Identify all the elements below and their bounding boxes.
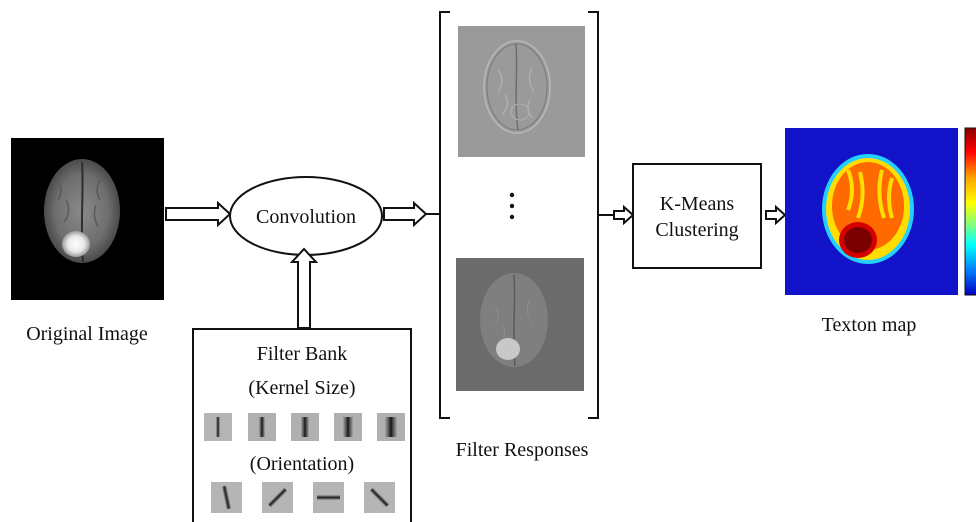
kmeans-label-line2: Clustering	[655, 219, 738, 241]
texton-colorbar	[964, 127, 976, 296]
kernel-size-4	[334, 413, 362, 441]
arrow-original-to-convolution	[165, 200, 232, 228]
orientation-row	[211, 482, 395, 513]
orientation-label: (Orientation)	[250, 453, 354, 475]
ellipsis-dots	[509, 192, 515, 220]
kernel-size-row	[204, 413, 405, 441]
arrow-filterbank-to-convolution	[289, 247, 319, 329]
texton-map-image	[785, 128, 958, 295]
filter-responses-bracket-left	[439, 11, 450, 419]
orientation-kernel-4	[364, 482, 395, 513]
filter-bank-title: Filter Bank	[257, 343, 348, 365]
arrow-kmeans-to-texton	[765, 204, 787, 226]
lesion-shape	[62, 231, 90, 257]
orientation-kernel-3	[313, 482, 344, 513]
convolution-label: Convolution	[256, 206, 356, 228]
kernel-size-2	[248, 413, 276, 441]
arrow-responses-to-kmeans	[613, 204, 635, 226]
original-image-caption: Original Image	[26, 323, 148, 345]
texton-map-caption: Texton map	[822, 314, 917, 336]
kernel-size-1	[204, 413, 232, 441]
kmeans-label-line1: K-Means	[660, 193, 735, 215]
kernel-size-3	[291, 413, 319, 441]
filter-response-top	[458, 26, 585, 157]
filter-responses-caption: Filter Responses	[456, 439, 589, 461]
filter-responses-bracket-right	[588, 11, 599, 419]
orientation-kernel-2	[262, 482, 293, 513]
filter-response-bottom	[456, 258, 584, 391]
arrow-convolution-to-responses	[383, 200, 428, 228]
kmeans-box	[632, 163, 762, 269]
original-image	[11, 138, 164, 300]
kernel-size-label: (Kernel Size)	[248, 377, 355, 399]
orientation-kernel-1	[211, 482, 242, 513]
kernel-size-5	[377, 413, 405, 441]
